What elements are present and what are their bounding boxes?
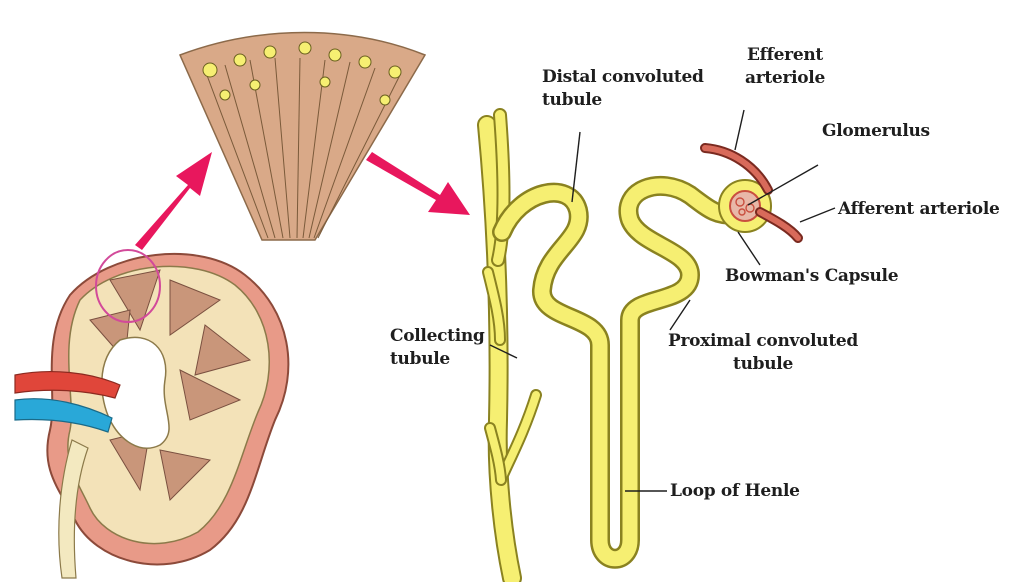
label-proximal-line2: tubule — [668, 353, 858, 376]
label-distal-line1: Distal convoluted — [542, 66, 704, 89]
wedge-shape — [180, 33, 425, 241]
leader-efferent — [735, 110, 744, 150]
label-afferent-arteriole: Afferent arteriole — [838, 198, 1000, 221]
label-bowmans-capsule: Bowman's Capsule — [725, 265, 898, 288]
label-collecting-tubule: Collecting tubule — [390, 325, 485, 371]
arrow-to-wedge — [135, 152, 212, 250]
label-glomerulus: Glomerulus — [822, 120, 930, 143]
kidney-section — [15, 250, 288, 578]
enlarged-wedge — [180, 33, 425, 241]
label-collecting-line1: Collecting — [390, 325, 485, 348]
label-efferent-line1: Efferent — [745, 44, 825, 67]
label-loop-of-henle: Loop of Henle — [670, 480, 800, 503]
glomerulus-shape — [730, 191, 760, 221]
label-collecting-line2: tubule — [390, 348, 485, 371]
label-proximal-line1: Proximal convoluted — [668, 330, 858, 353]
leader-bowman — [738, 232, 760, 265]
label-efferent-arteriole: Efferent arteriole — [745, 44, 825, 90]
label-distal-line2: tubule — [542, 89, 704, 112]
label-proximal-convoluted-tubule: Proximal convoluted tubule — [668, 330, 858, 376]
label-efferent-line2: arteriole — [745, 67, 825, 90]
arrow-to-nephron — [366, 152, 470, 215]
label-distal-convoluted-tubule: Distal convoluted tubule — [542, 66, 704, 112]
leader-afferent — [800, 208, 835, 222]
